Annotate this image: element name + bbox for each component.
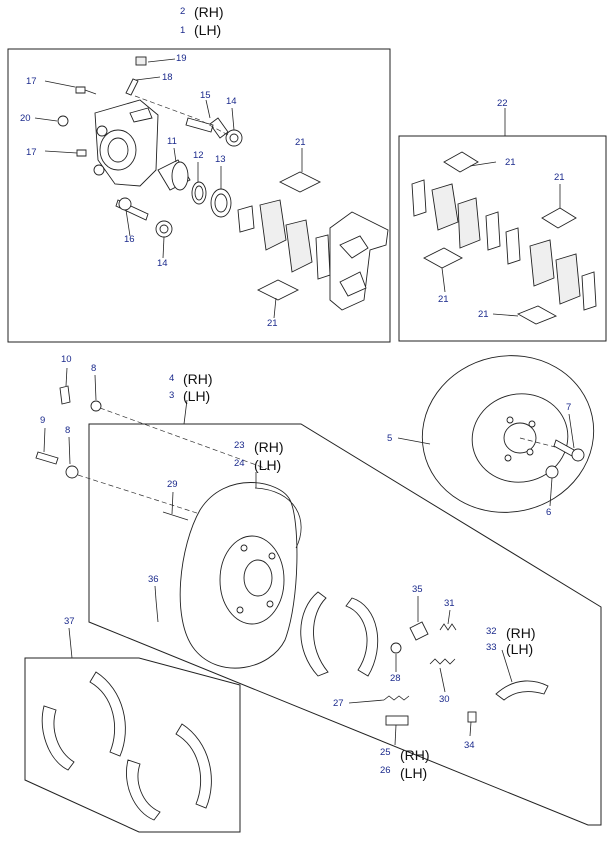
adjuster-and-springs	[383, 621, 549, 726]
callout-21d: 21	[554, 172, 565, 183]
callout-9: 9	[40, 415, 45, 426]
backing-plate	[179, 482, 298, 669]
pad-clips-caliper	[256, 171, 322, 301]
callout-23: 23	[234, 440, 245, 451]
guide-pin-and-boot	[115, 117, 243, 238]
side-label-caliper-lh: (LH)	[194, 22, 221, 38]
callout-11: 11	[167, 136, 177, 147]
callout-21f: 21	[478, 309, 489, 320]
piston-and-seals	[157, 159, 232, 218]
side-labels: (RH) (LH) (RH) (LH) (RH) (LH) (RH) (LH) …	[183, 4, 536, 781]
callout-30: 30	[439, 694, 450, 705]
pad-kit-parts	[411, 151, 597, 325]
callout-5: 5	[387, 433, 392, 444]
side-label-backing-rh: (RH)	[254, 439, 284, 455]
pad-kit-box	[398, 135, 607, 342]
callout-22: 22	[497, 98, 508, 109]
side-label-adjuster-rh: (RH)	[400, 747, 430, 763]
bleeder-screw	[125, 56, 147, 96]
guide-bolts	[57, 86, 97, 157]
callout-31: 31	[444, 598, 455, 609]
callout-4: 4	[169, 373, 174, 384]
side-label-plate-lh: (LH)	[183, 388, 210, 404]
callout-21e: 21	[438, 294, 449, 305]
dust-shield-edge	[254, 487, 302, 549]
callout-21a: 21	[295, 137, 306, 148]
callout-10: 10	[61, 354, 72, 365]
callout-17a: 17	[26, 76, 37, 87]
callout-34: 34	[464, 740, 475, 751]
callout-8a: 8	[91, 363, 96, 374]
caliper-bracket	[93, 99, 159, 187]
side-label-adjuster-lh: (LH)	[400, 765, 427, 781]
callout-26: 26	[380, 765, 391, 776]
callout-19: 19	[176, 53, 187, 64]
callout-8b: 8	[65, 425, 70, 436]
callout-36: 36	[148, 574, 159, 585]
parking-shoe-box	[24, 657, 241, 833]
callout-21c: 21	[505, 157, 516, 168]
callout-33: 33	[486, 642, 497, 653]
parking-shoe-kit	[41, 671, 212, 821]
callout-28: 28	[390, 673, 401, 684]
callout-3: 3	[169, 390, 174, 401]
brake-pads	[237, 199, 331, 280]
leader-lines	[34, 58, 575, 746]
side-label-plate-rh: (RH)	[183, 371, 213, 387]
callout-24: 24	[234, 458, 245, 469]
side-label-backing-lh: (LH)	[254, 457, 281, 473]
callout-18: 18	[162, 72, 173, 83]
caliper-assembly-box	[7, 48, 391, 343]
callout-numbers: 2 1 19 18 17 15 14 20 11 21 17 12 13 16 …	[20, 6, 571, 776]
callout-37: 37	[64, 616, 75, 627]
callout-32: 32	[486, 626, 497, 637]
brake-disc	[421, 355, 595, 513]
hold-down-pin	[155, 511, 189, 623]
callout-12: 12	[193, 150, 204, 161]
side-label-lever-lh: (LH)	[506, 641, 533, 657]
caliper-carrier	[329, 211, 389, 311]
callout-7: 7	[566, 402, 571, 413]
callout-1: 1	[180, 25, 185, 36]
callout-29: 29	[167, 479, 178, 490]
mount-bolts	[35, 385, 271, 531]
callout-6: 6	[546, 507, 551, 518]
callout-27: 27	[333, 698, 344, 709]
callout-13: 13	[215, 154, 226, 165]
callout-20: 20	[20, 113, 31, 124]
side-label-caliper-rh: (RH)	[194, 4, 224, 20]
callout-2: 2	[180, 6, 185, 17]
callout-14b: 14	[157, 258, 168, 269]
hub-bolt-and-nut	[519, 437, 585, 479]
caliper-axis-line	[134, 95, 231, 137]
callout-17b: 17	[26, 147, 37, 158]
callout-14a: 14	[226, 96, 237, 107]
backing-plate-box	[88, 423, 602, 826]
callout-25: 25	[380, 747, 391, 758]
callout-16: 16	[124, 234, 135, 245]
side-label-lever-rh: (RH)	[506, 625, 536, 641]
parking-brake-shoes	[300, 591, 379, 677]
callout-35: 35	[412, 584, 423, 595]
callout-15: 15	[200, 90, 211, 101]
callout-21b: 21	[267, 318, 278, 329]
